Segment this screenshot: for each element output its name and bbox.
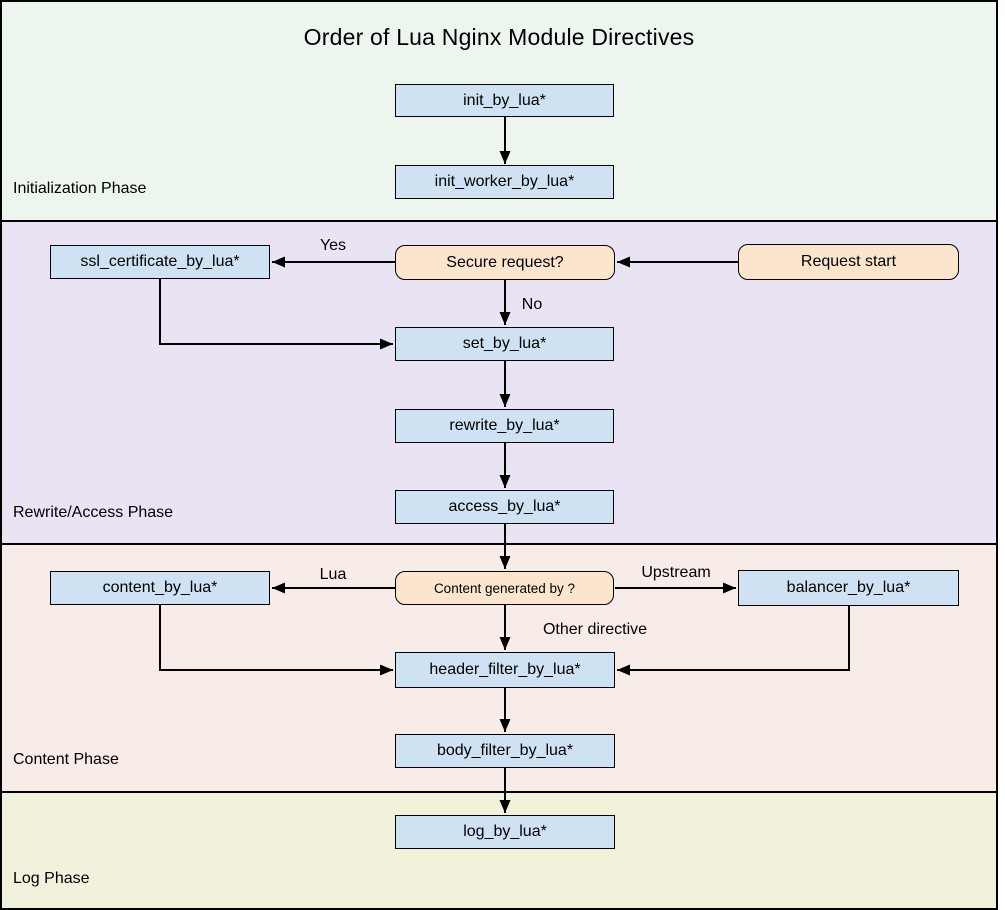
node-init-by-lua: init_by_lua* xyxy=(395,84,614,117)
edge-label-no: No xyxy=(521,296,543,313)
phase-label-log: Log Phase xyxy=(13,870,90,887)
edge-label-yes: Yes xyxy=(319,237,347,254)
node-init-worker-by-lua: init_worker_by_lua* xyxy=(395,165,614,199)
node-content-by-lua: content_by_lua* xyxy=(50,571,270,605)
node-request-start: Request start xyxy=(738,244,959,280)
phase-band-log xyxy=(2,791,996,908)
node-rewrite-by-lua: rewrite_by_lua* xyxy=(395,409,614,443)
node-header-filter-by-lua: header_filter_by_lua* xyxy=(395,652,615,688)
node-set-by-lua: set_by_lua* xyxy=(395,327,614,361)
edge-label-other-directive: Other directive xyxy=(542,621,648,638)
edge-label-upstream: Upstream xyxy=(641,564,711,581)
node-balancer-by-lua: balancer_by_lua* xyxy=(738,570,959,606)
phase-label-initialization: Initialization Phase xyxy=(13,180,147,197)
node-access-by-lua: access_by_lua* xyxy=(395,490,614,524)
edge-label-lua: Lua xyxy=(319,566,347,583)
phase-label-rewrite-access: Rewrite/Access Phase xyxy=(13,504,174,521)
node-ssl-certificate-by-lua: ssl_certificate_by_lua* xyxy=(50,245,270,279)
node-body-filter-by-lua: body_filter_by_lua* xyxy=(395,734,615,768)
node-log-by-lua: log_by_lua* xyxy=(395,815,615,849)
diagram-title: Order of Lua Nginx Module Directives xyxy=(303,24,695,50)
phase-label-content: Content Phase xyxy=(13,751,119,768)
node-content-generated-by: Content generated by ? xyxy=(395,571,614,605)
node-secure-request: Secure request? xyxy=(395,245,615,280)
